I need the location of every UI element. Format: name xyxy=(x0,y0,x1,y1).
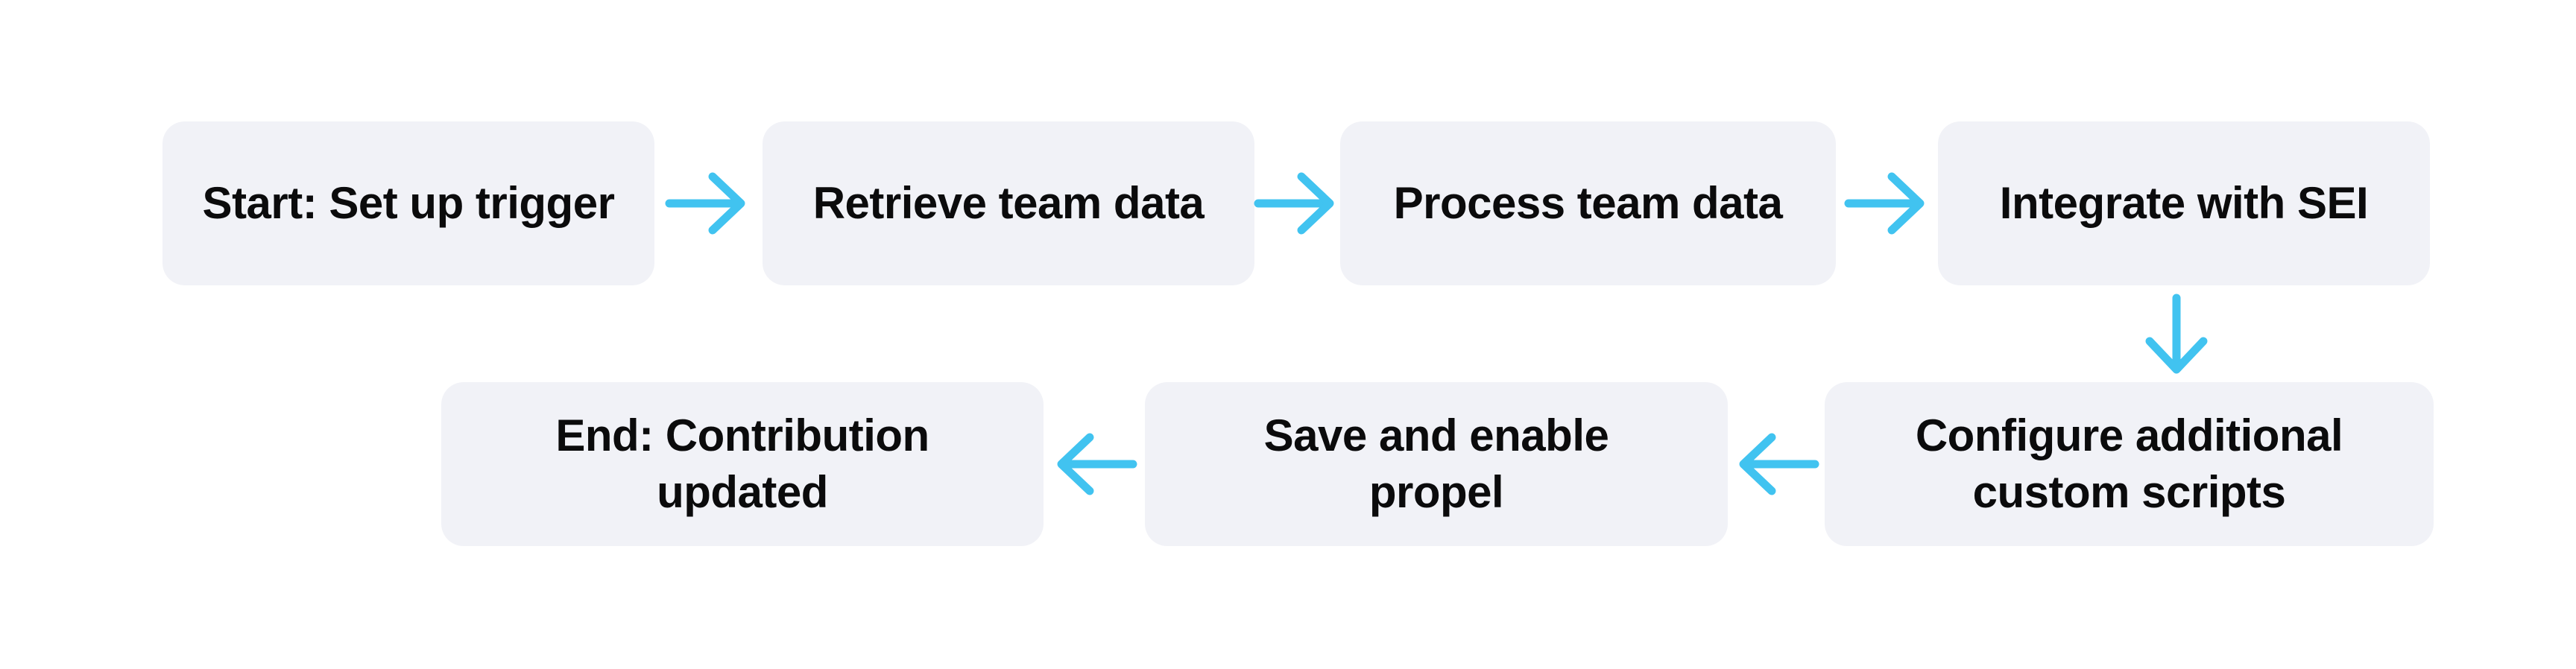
flow-node-end-contribution-updated: End: Contribution updated xyxy=(441,382,1044,546)
flow-node-label: Save and enable xyxy=(1263,410,1609,460)
flow-node-label: Process team data xyxy=(1393,178,1783,228)
flow-node-start-set-up-trigger: Start: Set up trigger xyxy=(162,121,654,285)
arrow-left-icon xyxy=(1739,433,1819,495)
flow-node-save-and-enable-propel: Save and enable propel xyxy=(1145,382,1728,546)
flow-node-label: Configure additional xyxy=(1915,410,2343,460)
flow-node-label: Integrate with SEI xyxy=(1999,178,2369,228)
flow-node-process-team-data: Process team data xyxy=(1340,121,1836,285)
arrow-down-icon xyxy=(2145,294,2208,374)
arrow-right-icon xyxy=(665,172,745,235)
flow-node-configure-custom-scripts: Configure additional custom scripts xyxy=(1825,382,2434,546)
arrow-right-icon xyxy=(1844,172,1925,235)
arrow-left-icon xyxy=(1057,433,1137,495)
flow-node-label: updated xyxy=(657,467,828,517)
arrow-right-icon xyxy=(1254,172,1334,235)
flow-node-label: propel xyxy=(1368,467,1504,517)
flow-node-retrieve-team-data: Retrieve team data xyxy=(763,121,1254,285)
flow-node-label: custom scripts xyxy=(1972,467,2286,517)
flow-node-label: End: Contribution xyxy=(555,410,929,460)
flow-node-label: Retrieve team data xyxy=(812,178,1205,228)
flow-node-integrate-with-sei: Integrate with SEI xyxy=(1938,121,2430,285)
flow-node-label: Start: Set up trigger xyxy=(202,178,615,228)
